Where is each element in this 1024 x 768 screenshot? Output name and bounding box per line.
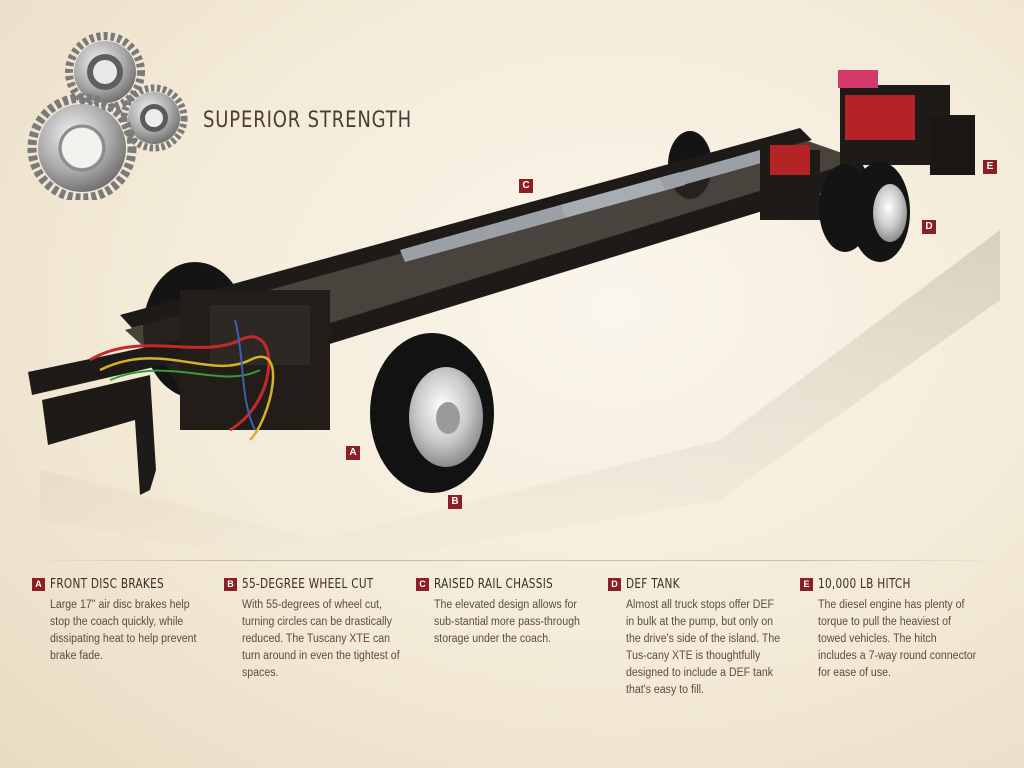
feature-raised-rail-chassis: C RAISED RAIL CHASSIS The elevated desig… xyxy=(416,575,596,648)
feature-def-tank: D DEF TANK Almost all truck stops offer … xyxy=(608,575,788,699)
callout-b[interactable]: B xyxy=(448,495,462,509)
feature-description: The elevated design allows for sub-stant… xyxy=(434,599,580,645)
feature-badge: C xyxy=(416,577,429,591)
section-divider xyxy=(24,560,1002,561)
feature-title: FRONT DISC BRAKES xyxy=(50,576,164,592)
gears-icon xyxy=(27,32,188,200)
callout-d[interactable]: D xyxy=(922,220,936,234)
chassis-illustration xyxy=(28,70,1000,570)
feature-badge: E xyxy=(800,577,813,591)
callout-c[interactable]: C xyxy=(519,179,533,193)
feature-description: Almost all truck stops offer DEF in bulk… xyxy=(626,599,781,696)
callout-e[interactable]: E xyxy=(983,160,997,174)
feature-badge: B xyxy=(224,577,237,591)
feature-list: A FRONT DISC BRAKES Large 17" air disc b… xyxy=(32,575,1012,765)
feature-wheel-cut: B 55-DEGREE WHEEL CUT With 55-degrees of… xyxy=(224,575,404,682)
feature-title: RAISED RAIL CHASSIS xyxy=(434,576,554,592)
feature-description: Large 17" air disc brakes help stop the … xyxy=(50,599,197,662)
feature-title: 10,000 LB HITCH xyxy=(818,576,911,592)
callout-a[interactable]: A xyxy=(346,446,360,460)
feature-hitch: E 10,000 LB HITCH The diesel engine has … xyxy=(800,575,980,682)
feature-description: The diesel engine has plenty of torque t… xyxy=(818,599,977,679)
feature-title: 55-DEGREE WHEEL CUT xyxy=(242,576,374,592)
feature-badge: A xyxy=(32,577,45,591)
feature-front-disc-brakes: A FRONT DISC BRAKES Large 17" air disc b… xyxy=(32,575,212,665)
feature-title: DEF TANK xyxy=(626,576,680,592)
page-title: SUPERIOR STRENGTH xyxy=(203,108,413,133)
feature-description: With 55-degrees of wheel cut, turning ci… xyxy=(242,599,400,679)
feature-badge: D xyxy=(608,577,621,591)
